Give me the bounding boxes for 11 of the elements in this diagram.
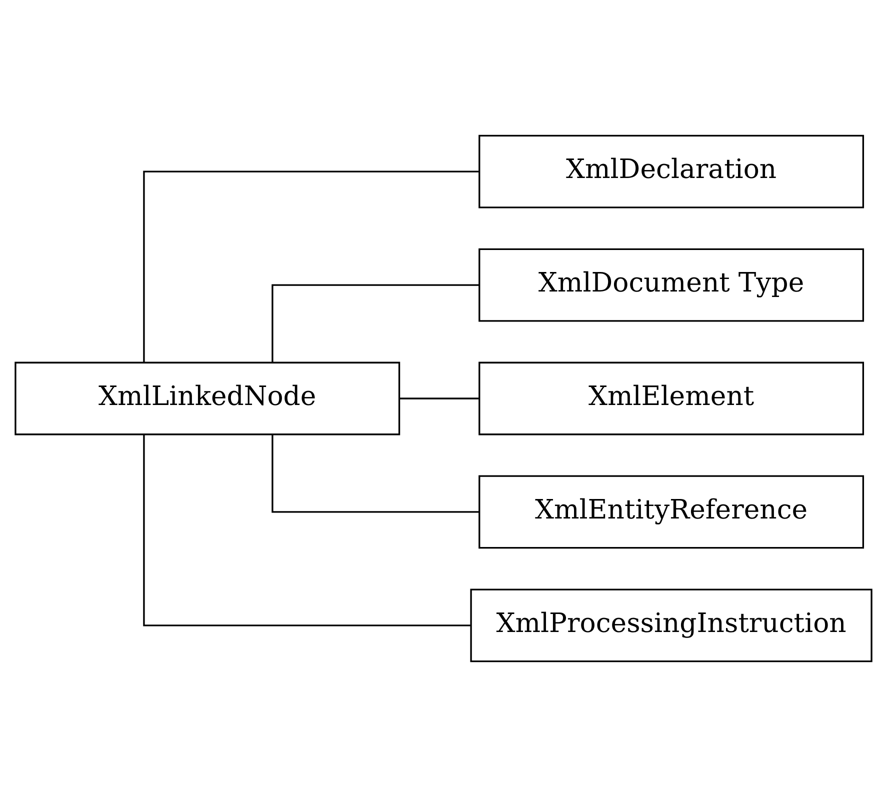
- connector: [399, 397, 479, 399]
- node-box: XmlDocument Type: [478, 248, 864, 322]
- node-box: XmlDeclaration: [478, 134, 864, 208]
- node-box: XmlEntityReference: [478, 474, 864, 548]
- node-box: XmlElement: [478, 361, 864, 435]
- node-box: XmlProcessingInstruction: [470, 588, 872, 662]
- connector: [272, 434, 479, 512]
- connector: [143, 434, 470, 626]
- connector: [143, 170, 479, 362]
- node-box: XmlLinkedNode: [14, 361, 400, 435]
- connector: [272, 284, 479, 362]
